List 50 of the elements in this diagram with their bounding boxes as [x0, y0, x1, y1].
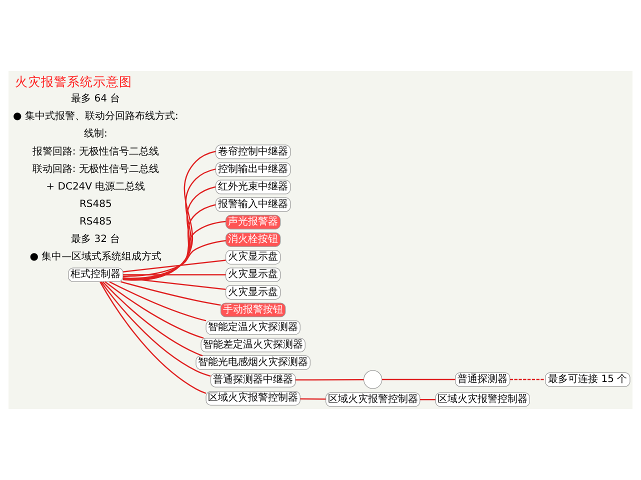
node-box: 柜式控制器 [68, 268, 124, 282]
node-box: 红外光束中继器 [215, 180, 291, 194]
label: ● 集中—区域式系统组成方式 [30, 252, 162, 263]
label: RS485 [79, 198, 112, 210]
connector [100, 281, 211, 377]
label: 联动回路: 无极性信号二总线 [32, 164, 159, 175]
node-box: 普通探测器中继器 [210, 372, 296, 388]
node-box: 最多可连接 15 个 [545, 372, 630, 387]
node-box: 区域火灾报警控制器 [326, 392, 420, 407]
connector [420, 398, 436, 400]
node-box: 声光报警器 [226, 214, 281, 230]
label: ● 集中式报警、联动分回路布线方式: [13, 111, 178, 122]
node-box: 区域火灾报警控制器 [435, 392, 530, 407]
connector [122, 274, 226, 276]
node-box: 控制输出中继器 [215, 162, 291, 177]
connector [104, 281, 204, 339]
connector [122, 186, 216, 280]
diagram-title: 火灾报警系统示意图 [14, 74, 132, 90]
connector [123, 220, 226, 279]
label: 报警回路: 无极性信号二总线 [32, 146, 159, 158]
node-box: 普通探测器 [455, 372, 510, 387]
connector [122, 240, 226, 277]
connector [382, 378, 456, 380]
connector [102, 281, 203, 356]
connector [296, 378, 364, 381]
connector [123, 204, 216, 280]
node-box: 智能光电感烟火灾探测器 [196, 355, 310, 370]
connector [300, 398, 326, 400]
connector [100, 282, 206, 394]
node-box: 卷帘控制中继器 [215, 144, 291, 160]
node-box: 手动报警按钮 [220, 302, 286, 318]
node-box: 火灾显示盘 [226, 268, 281, 282]
connector [109, 281, 206, 322]
label: 最多 64 台 [71, 94, 120, 105]
node-circle [363, 370, 382, 389]
label: 最多 32 台 [71, 234, 120, 246]
connector [122, 277, 226, 290]
node-box: 智能差定温火灾探测器 [200, 338, 306, 352]
connector [120, 281, 221, 306]
connector [510, 378, 546, 380]
label: RS485 [79, 216, 112, 228]
node-box: 消火栓按钮 [226, 232, 281, 247]
node-box: 火灾显示盘 [226, 285, 281, 300]
node-box: 报警输入中继器 [215, 197, 291, 212]
node-box: 区域火灾报警控制器 [206, 391, 300, 406]
label: + DC24V 电源二总线 [46, 181, 146, 192]
connector [122, 260, 226, 272]
node-box: 智能定温火灾探测器 [206, 320, 300, 335]
node-box: 火灾显示盘 [226, 250, 281, 264]
label: 线制: [84, 128, 108, 140]
